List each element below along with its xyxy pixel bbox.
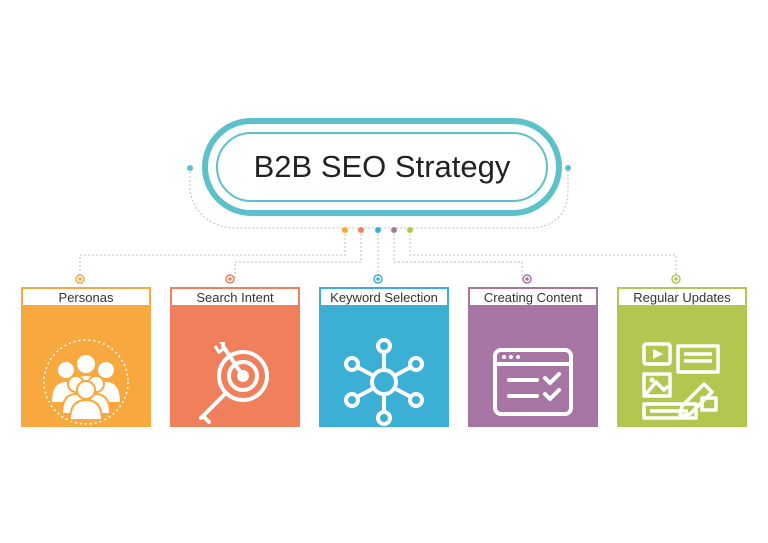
card-search-intent: Search Intent <box>170 287 300 427</box>
card-creating-content: Creating Content <box>468 287 598 427</box>
checklist-window-icon <box>493 348 573 416</box>
card-label-regular-updates: Regular Updates <box>617 287 747 307</box>
card-panel-keyword-selection <box>319 307 449 427</box>
card-personas: Personas <box>21 287 151 427</box>
card-panel-creating-content <box>468 307 598 427</box>
card-label-personas: Personas <box>21 287 151 307</box>
card-panel-regular-updates <box>617 307 747 427</box>
card-keyword-selection: Keyword Selection <box>319 287 449 427</box>
diagram-title: B2B SEO Strategy <box>253 149 511 184</box>
title-pill: B2B SEO Strategy <box>202 118 562 216</box>
card-label-creating-content: Creating Content <box>468 287 598 307</box>
media-edit-icon <box>642 342 720 420</box>
title-pill-inner-border <box>216 132 548 202</box>
network-hub-icon <box>344 338 424 426</box>
card-label-search-intent: Search Intent <box>170 287 300 307</box>
people-group-icon <box>43 339 129 425</box>
card-panel-search-intent <box>170 307 300 427</box>
card-panel-personas <box>21 307 151 427</box>
magnifier-target-icon <box>199 342 269 424</box>
card-label-keyword-selection: Keyword Selection <box>319 287 449 307</box>
card-regular-updates: Regular Updates <box>617 287 747 427</box>
